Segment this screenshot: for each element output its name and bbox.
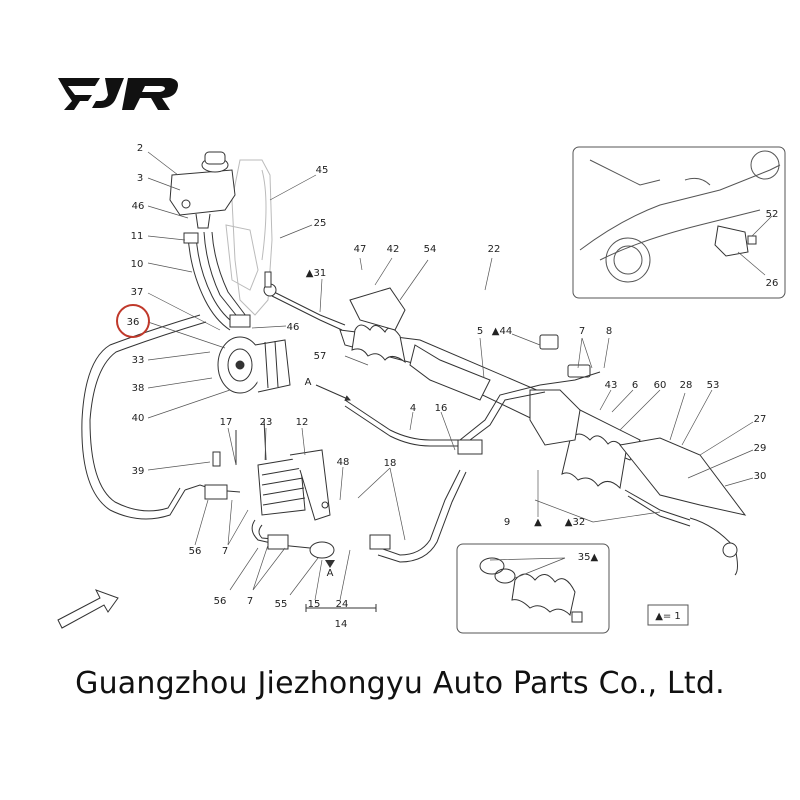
callout-54: 54: [424, 244, 437, 255]
callout-36: 36: [127, 317, 140, 328]
callout-24: 24: [336, 599, 349, 610]
callout-32: ▲32: [565, 517, 585, 528]
callout-3: 3: [137, 173, 143, 184]
pressure-lines: [344, 371, 601, 563]
callout-A: A: [327, 568, 334, 579]
direction-arrow: [57, 589, 119, 629]
callout-6: 6: [632, 380, 638, 391]
company-name: Guangzhou Jiezhongyu Auto Parts Co., Ltd…: [75, 666, 725, 701]
callout-43: 43: [605, 380, 618, 391]
callout-26: 26: [766, 278, 779, 289]
inset-boot-kit: [456, 543, 610, 634]
callout-18: 18: [384, 458, 397, 469]
power-steering-pump: [217, 336, 291, 394]
callout-14: 14: [335, 619, 348, 630]
callout-16: 16: [435, 403, 448, 414]
callout-23: 23: [260, 417, 273, 428]
callout-44: ▲44: [492, 326, 512, 337]
callout-48: 48: [337, 457, 350, 468]
bracket-27: [619, 437, 747, 516]
callout-2: 2: [137, 143, 143, 154]
callout-31: ▲31: [306, 268, 326, 279]
callout-28: 28: [680, 380, 693, 391]
legend-text: ▲= 1: [655, 611, 681, 622]
callout-39: 39: [132, 466, 145, 477]
callout-7: 7: [222, 546, 228, 557]
callout-7: 7: [247, 596, 253, 607]
callout-9: 9: [504, 517, 510, 528]
callout-triangle: ▲: [534, 517, 542, 528]
callout-37: 37: [131, 287, 144, 298]
callout-56: 56: [214, 596, 227, 607]
callout-46: 46: [287, 322, 300, 333]
brand-logo: [58, 78, 178, 110]
callout-42: 42: [387, 244, 400, 255]
callout-46: 46: [132, 201, 145, 212]
callout-53: 53: [707, 380, 720, 391]
callout-11: 11: [131, 231, 144, 242]
callout-8: 8: [606, 326, 612, 337]
callout-12: 12: [296, 417, 309, 428]
callout-29: 29: [754, 443, 767, 454]
callout-52: 52: [766, 209, 779, 220]
leader-lines: [147, 151, 773, 601]
callout-17: 17: [220, 417, 233, 428]
callout-38: 38: [132, 383, 145, 394]
callout-25: 25: [314, 218, 327, 229]
callout-60: 60: [654, 380, 667, 391]
legend-box: [647, 604, 689, 626]
cooler-unit: [257, 449, 331, 521]
callout-22: 22: [488, 244, 501, 255]
fluid-reservoir: [169, 151, 236, 229]
highlight-ring: [116, 304, 150, 338]
body-structure: [225, 159, 273, 316]
callout-7: 7: [579, 326, 585, 337]
callout-56: 56: [189, 546, 202, 557]
callout-30: 30: [754, 471, 767, 482]
callout-A: A: [305, 377, 312, 388]
callout-5: 5: [477, 326, 483, 337]
steering-rack: [339, 324, 641, 490]
bracket-42: [349, 287, 406, 331]
callout-33: 33: [132, 355, 145, 366]
callout-57: 57: [314, 351, 327, 362]
callout-4: 4: [410, 403, 416, 414]
callout-55: 55: [275, 599, 288, 610]
callout-15: 15: [308, 599, 321, 610]
callout-27: 27: [754, 414, 767, 425]
callout-47: 47: [354, 244, 367, 255]
callout-35: 35▲: [578, 552, 599, 563]
inset-car-view: [572, 146, 786, 299]
callout-labels: 2 3 46 11 10 37 36 33 38 40 39 56 7 56 7…: [127, 143, 779, 630]
callout-45: 45: [316, 165, 329, 176]
callout-10: 10: [131, 259, 144, 270]
callout-40: 40: [132, 413, 145, 424]
